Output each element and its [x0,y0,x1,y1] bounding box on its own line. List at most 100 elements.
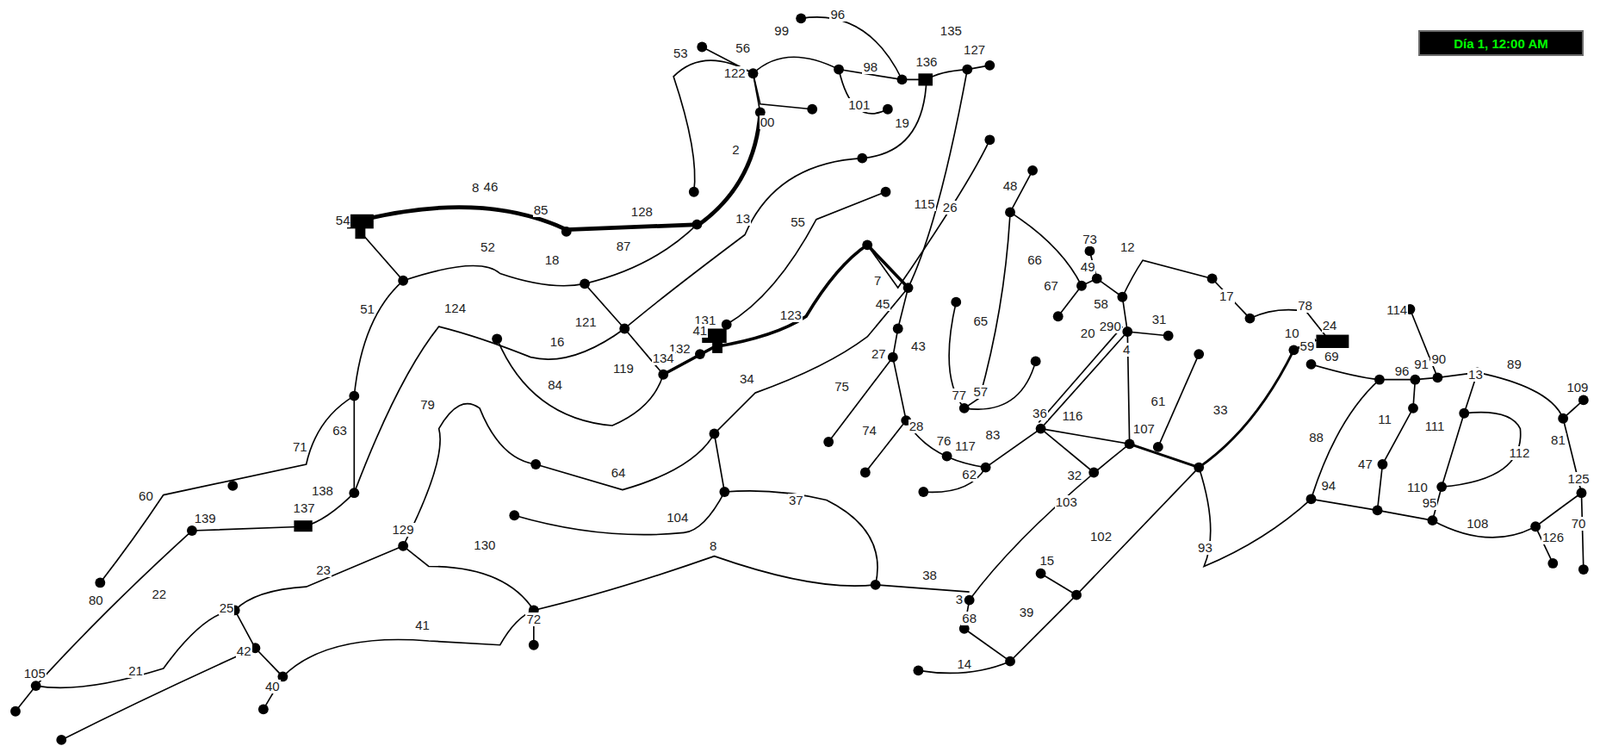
element-id: 52 [479,240,497,255]
element-id: 70 [1570,516,1588,531]
element-id: 109 [1565,380,1589,395]
element-id: 00 [759,115,776,130]
element-id: 17 [1218,289,1235,304]
element-id: 34 [738,372,756,386]
element-id: 13 [1467,367,1484,382]
element-id: 16 [549,334,566,349]
element-id: 71 [291,440,309,454]
element-id: 117 [954,439,977,453]
element-id: 2 [731,142,740,157]
element-id: 122 [723,66,747,81]
element-id: 31 [1151,312,1168,327]
element-id: 12 [1119,240,1136,255]
element-id: 124 [443,301,467,316]
element-id: 93 [1196,540,1214,555]
element-id: 75 [833,379,850,394]
element-id: 135 [939,24,963,38]
element-id: 83 [985,427,1002,442]
element-id: 64 [610,465,627,480]
element-id: 8 [471,180,480,195]
element-id: 37 [787,493,805,508]
element-id: 74 [861,423,878,438]
element-id: 59 [1299,339,1316,354]
element-id: 108 [1465,516,1489,531]
element-id: 87 [615,239,633,254]
element-id: 112 [1507,446,1531,460]
element-id: 72 [525,612,542,627]
element-id: 129 [391,522,416,537]
element-id: 110 [1406,480,1429,495]
element-id: 55 [789,215,807,230]
element-id: 42 [235,644,253,658]
element-id: 13 [734,211,751,226]
element-id: 127 [962,43,987,57]
element-id: 24 [1321,318,1339,333]
element-id: 57 [972,384,989,399]
element-id: 76 [936,434,953,448]
element-id: 61 [1150,394,1167,409]
element-id: 121 [574,315,598,329]
element-id: 119 [612,361,635,376]
element-id: 78 [1296,298,1314,313]
time-display: Día 1, 12:00 AM [1418,30,1584,56]
element-id: 43 [910,339,927,354]
element-id: 14 [955,657,973,671]
element-id: 51 [359,302,376,317]
element-id: 89 [1506,357,1523,372]
element-id: 126 [1541,530,1565,545]
element-id: 18 [544,253,561,267]
element-id: 46 [483,179,500,194]
element-id: 134 [651,351,676,366]
element-id: 63 [331,423,348,438]
element-id: 62 [961,467,978,482]
element-id: 28 [908,419,925,434]
element-id: 11 [1376,412,1393,427]
element-id: 32 [1066,468,1083,483]
element-id: 10 [1283,326,1301,341]
element-id: 8 [708,539,718,553]
element-id: 21 [127,663,144,678]
element-id: 77 [951,388,968,403]
element-id: 41 [414,618,431,633]
element-id: 130 [472,538,497,552]
element-id: 38 [921,568,938,583]
element-id: 68 [961,611,978,626]
element-id: 107 [1132,421,1156,436]
element-id: 58 [1092,297,1110,311]
element-id: 138 [310,483,335,498]
element-id: 36 [1031,406,1049,421]
element-id: 139 [193,511,218,526]
element-id: 96 [1394,364,1411,379]
element-id: 98 [862,60,879,75]
element-id: 91 [1413,357,1430,372]
element-id: 114 [1385,303,1408,317]
element-id: 125 [1567,471,1591,486]
element-id: 48 [1002,179,1019,193]
element-id: 54 [334,213,352,228]
element-id: 20 [1079,326,1097,341]
element-id: 4 [1122,342,1131,357]
element-id: 111 [1424,419,1446,434]
element-id: 102 [1089,529,1113,544]
element-id: 56 [734,41,751,56]
element-id: 88 [1308,430,1325,445]
element-id: 115 [913,197,937,211]
time-text: Día 1, 12:00 AM [1453,36,1549,51]
element-id: 136 [914,55,938,69]
element-id: 84 [546,378,564,392]
element-id: 39 [1018,605,1036,620]
element-id: 25 [218,601,236,615]
element-id: 90 [1430,352,1447,366]
element-id: 81 [1550,433,1567,447]
element-id: 60 [137,489,155,503]
element-id: 40 [264,679,281,694]
element-id: 7 [873,273,882,288]
element-id: 95 [1421,496,1439,510]
element-id: 41 [692,323,709,338]
element-id: 49 [1079,260,1097,274]
element-id: 66 [1026,253,1043,267]
element-id: 85 [533,203,550,218]
element-id: 123 [779,308,803,323]
element-id: 73 [1081,232,1098,247]
